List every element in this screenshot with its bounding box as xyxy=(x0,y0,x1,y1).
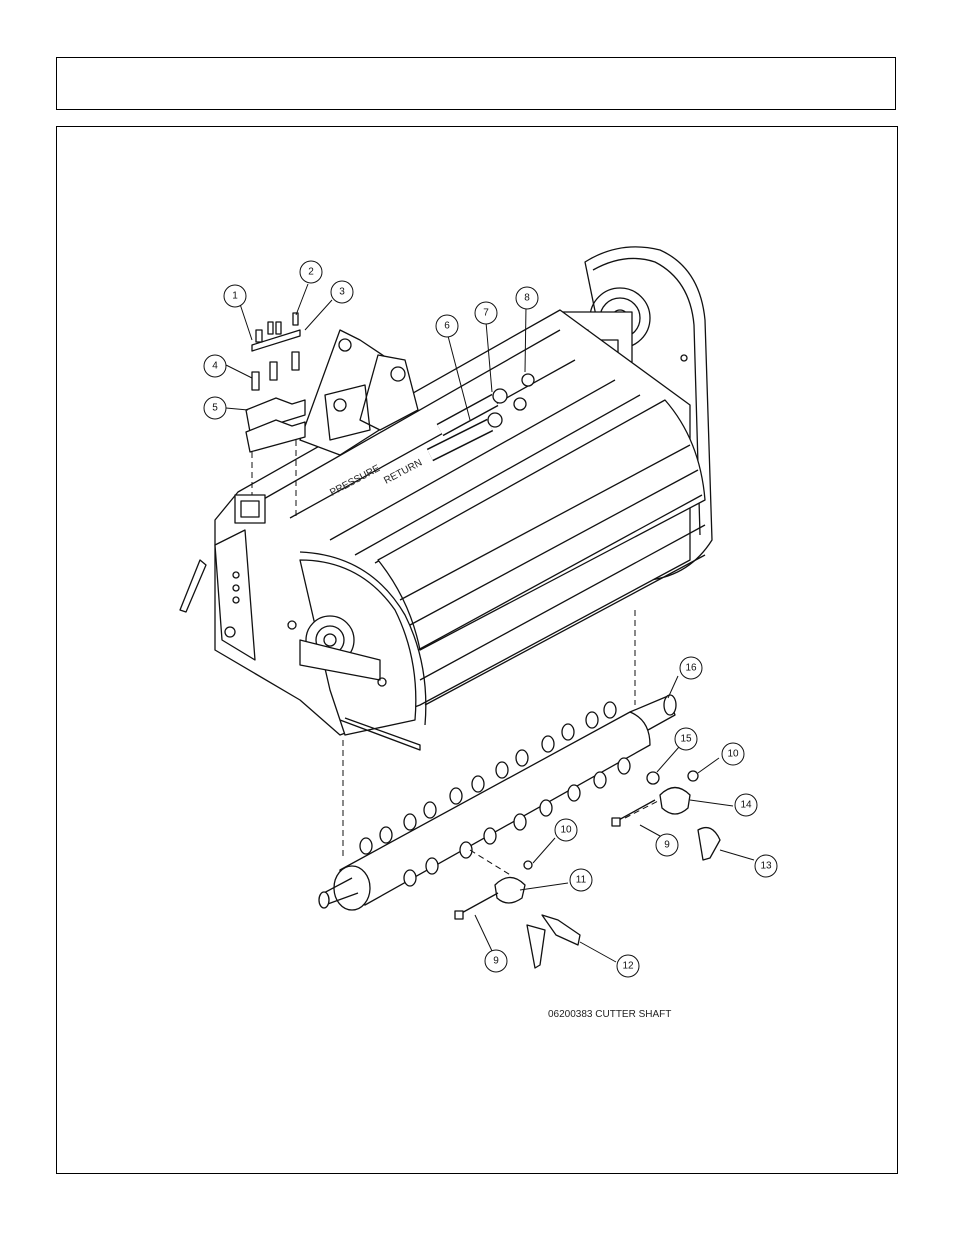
knife-assembly-lower xyxy=(454,860,581,969)
callout-14: 14 xyxy=(734,793,758,817)
top-hardware xyxy=(245,312,306,453)
svg-text:7: 7 xyxy=(483,308,489,319)
svg-text:11: 11 xyxy=(576,875,587,886)
callout-6: 6 xyxy=(435,314,459,338)
hydraulic-hoses xyxy=(426,373,535,462)
callout-9-upper: 9 xyxy=(655,833,679,857)
cutter-lugs xyxy=(359,701,631,887)
callout-16: 16 xyxy=(679,656,703,680)
svg-text:9: 9 xyxy=(493,956,499,967)
callout-7: 7 xyxy=(474,301,498,325)
svg-text:3: 3 xyxy=(339,287,345,298)
diagram-caption: 06200383 CUTTER SHAFT xyxy=(548,1009,672,1020)
callout-13: 13 xyxy=(754,854,778,878)
hitch-tower xyxy=(299,329,419,456)
cutter-shaft xyxy=(318,694,677,911)
callout-9-lower: 9 xyxy=(484,949,508,973)
callout-15: 15 xyxy=(674,727,698,751)
callout-11: 11 xyxy=(569,868,593,892)
svg-text:5: 5 xyxy=(212,403,218,414)
svg-text:10: 10 xyxy=(560,825,572,836)
leader-lines xyxy=(225,283,755,963)
svg-text:2: 2 xyxy=(308,267,314,278)
svg-text:14: 14 xyxy=(740,800,752,811)
callout-8: 8 xyxy=(515,286,539,310)
svg-text:4: 4 xyxy=(212,361,218,372)
svg-text:15: 15 xyxy=(680,734,692,745)
cutter-housing xyxy=(179,309,706,751)
alignment-lines xyxy=(251,440,661,877)
callout-12: 12 xyxy=(616,954,640,978)
knife-assembly-right xyxy=(611,770,721,861)
callout-10-upper: 10 xyxy=(721,742,745,766)
svg-text:8: 8 xyxy=(524,293,530,304)
svg-text:6: 6 xyxy=(444,321,450,332)
callout-4: 4 xyxy=(203,354,227,378)
svg-text:12: 12 xyxy=(622,961,634,972)
callout-3: 3 xyxy=(330,280,354,304)
svg-text:16: 16 xyxy=(685,663,697,674)
svg-text:1: 1 xyxy=(232,291,238,302)
header-box xyxy=(56,57,896,110)
callout-2: 2 xyxy=(299,260,323,284)
callout-10-lower: 10 xyxy=(554,818,578,842)
svg-text:13: 13 xyxy=(760,861,772,872)
svg-text:10: 10 xyxy=(727,749,739,760)
svg-text:9: 9 xyxy=(664,840,670,851)
callout-1: 1 xyxy=(223,284,247,308)
diagram-frame xyxy=(56,126,898,1174)
callout-5: 5 xyxy=(203,396,227,420)
